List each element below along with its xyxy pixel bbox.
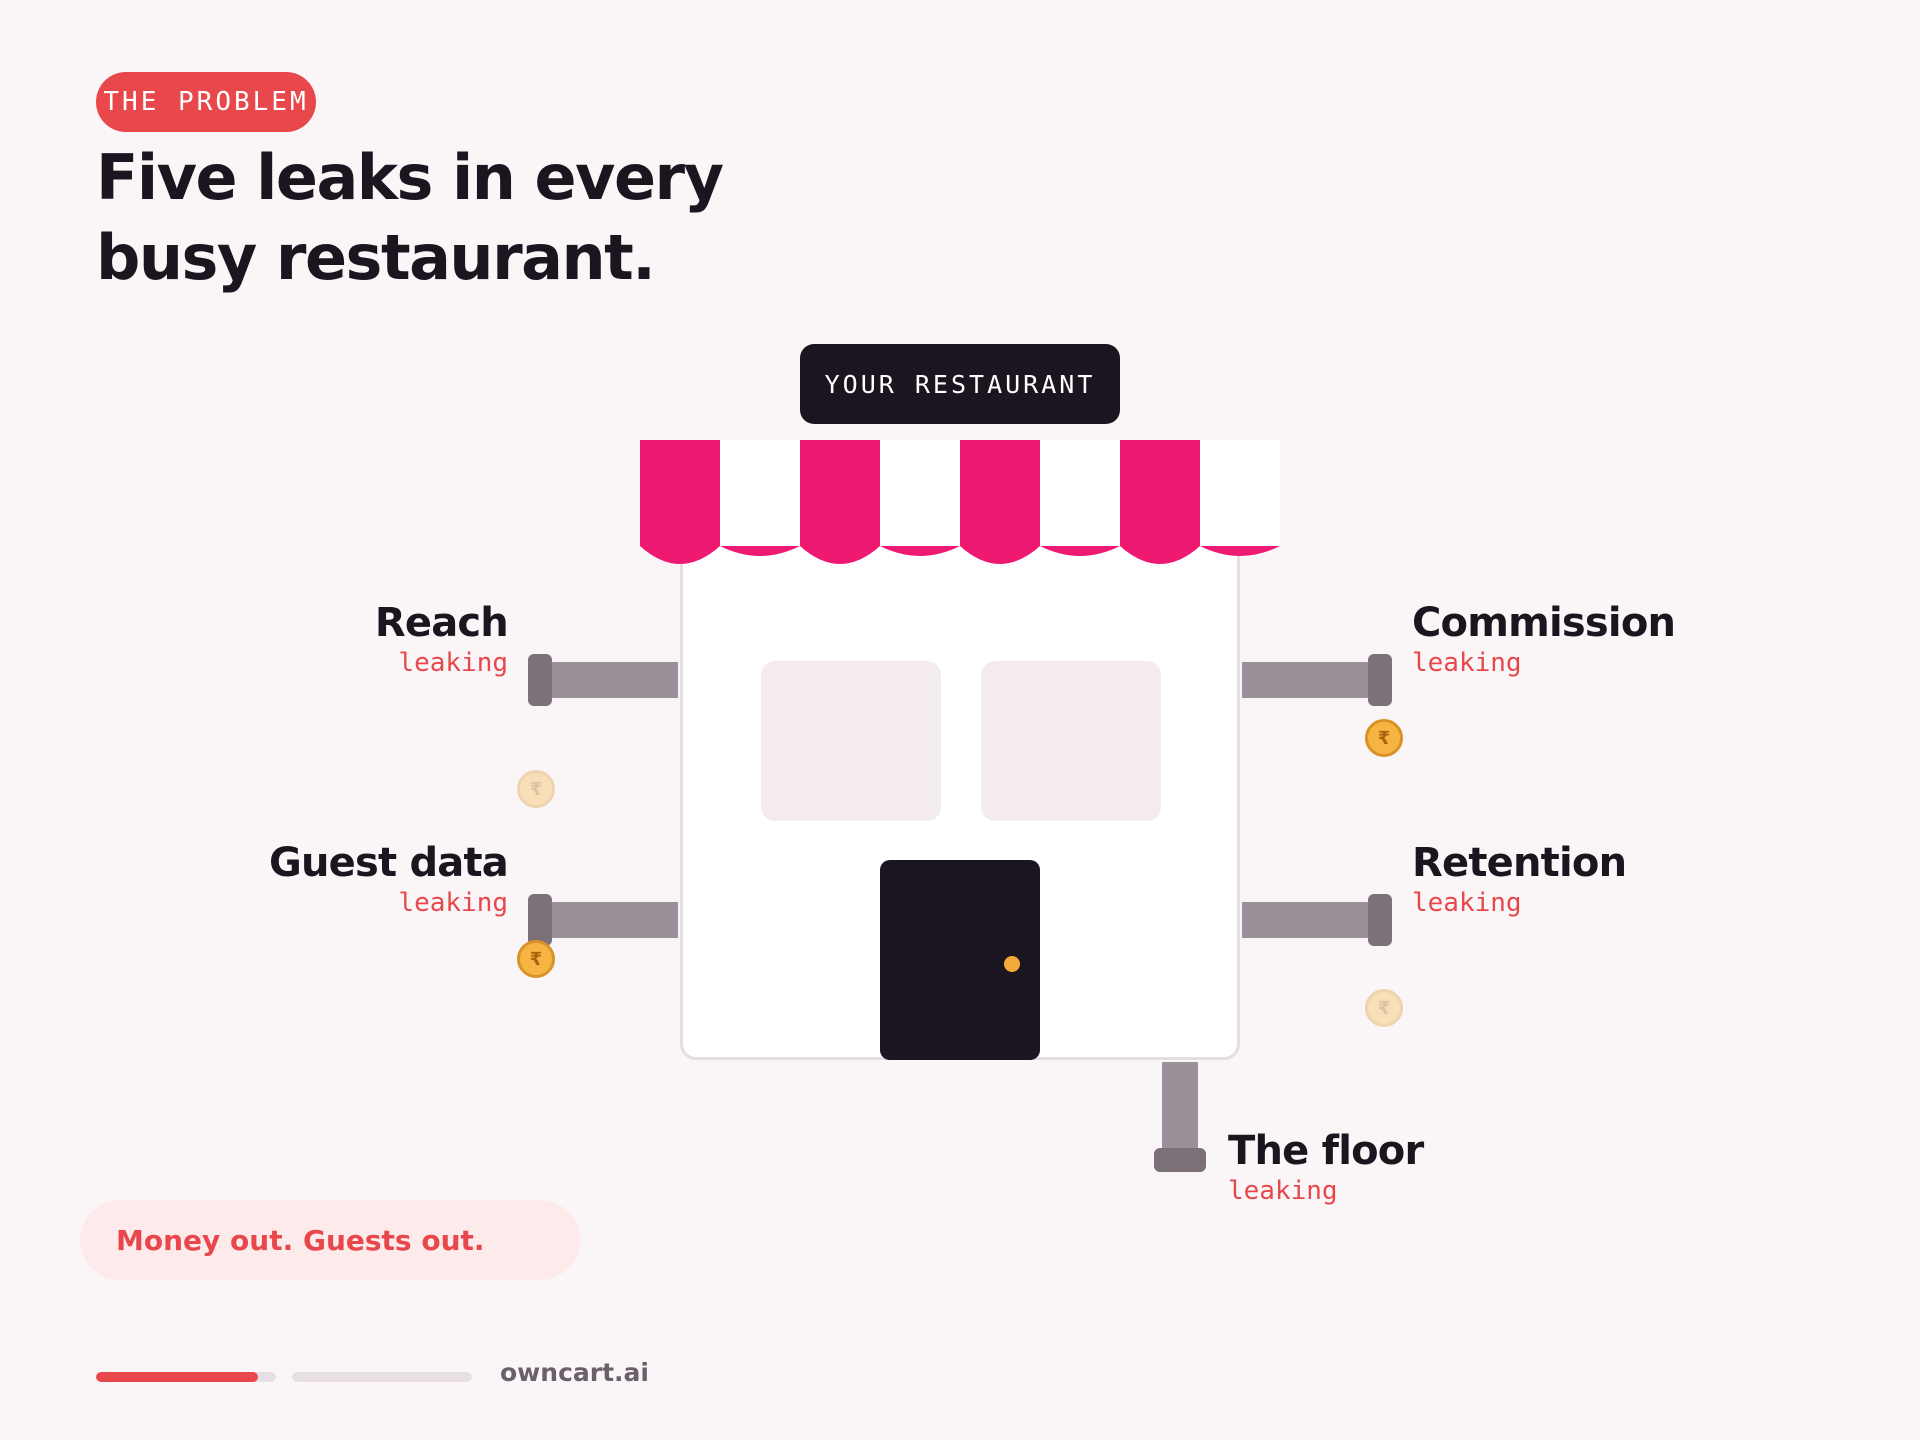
leak-floor-title: The floor (1228, 1128, 1424, 1174)
leak-reach: Reach leaking (300, 600, 509, 678)
leak-retention-title: Retention (1412, 840, 1627, 886)
leak-retention-status: leaking (1412, 888, 1522, 918)
brand-name: owncart.ai (500, 1358, 649, 1387)
rupee-coin-icon: ₹ (1365, 989, 1403, 1027)
awning-stripe-white (1040, 440, 1120, 546)
leak-commission-status: leaking (1412, 648, 1522, 678)
leak-guest-data-status: leaking (398, 888, 508, 918)
awning-stripe-pink (1120, 440, 1200, 564)
rupee-coin-icon: ₹ (517, 940, 555, 978)
pipe-cap-guest-data (528, 894, 552, 946)
summary-note-text: Money out. Guests out. (116, 1223, 485, 1257)
restaurant-sign: YOUR RESTAURANT (800, 344, 1120, 424)
awning-stripe-white (720, 440, 800, 546)
awning-stripe-white (1200, 440, 1280, 546)
building-window-right (981, 661, 1161, 821)
awning-scallop (720, 546, 800, 556)
leak-reach-title: Reach (374, 600, 509, 646)
leak-guest-data: Guest data leaking (200, 840, 509, 918)
awning-scallop (1200, 546, 1280, 556)
awning-stripe-pink (800, 440, 880, 564)
pipe-cap-floor (1154, 1148, 1206, 1172)
progress-segment-1 (96, 1372, 276, 1382)
pipe-floor (1162, 1062, 1198, 1152)
summary-note: Money out. Guests out. (80, 1200, 580, 1280)
page-title: Five leaks in every busy restaurant. (96, 138, 896, 298)
rupee-coin-icon: ₹ (517, 770, 555, 808)
awning-stripe-white (880, 440, 960, 546)
building-window-left (761, 661, 941, 821)
pipe-cap-retention (1368, 894, 1392, 946)
pipe-reach (548, 662, 678, 698)
door-knob-icon (1004, 956, 1020, 972)
leak-retention: Retention leaking (1412, 840, 1627, 918)
awning-stripes (640, 440, 1280, 564)
progress-segment-1-fill (96, 1372, 258, 1382)
leak-guest-data-title: Guest data (268, 840, 509, 886)
awning-stripe-pink (640, 440, 720, 564)
leak-floor-status: leaking (1228, 1176, 1338, 1206)
page-title-line-1: Five leaks in every (96, 141, 724, 214)
rupee-coin-icon: ₹ (1365, 719, 1403, 757)
pipe-guest-data (548, 902, 678, 938)
page-title-line-2: busy restaurant. (96, 221, 656, 294)
leak-reach-status: leaking (398, 648, 508, 678)
awning-stripe-pink (960, 440, 1040, 564)
section-tag: THE PROBLEM (96, 72, 316, 132)
pipe-retention (1242, 902, 1372, 938)
leak-commission: Commission leaking (1412, 600, 1676, 678)
awning (640, 440, 1280, 564)
awning-scallop (880, 546, 960, 556)
pipe-cap-reach (528, 654, 552, 706)
pipe-cap-commission (1368, 654, 1392, 706)
pipe-commission (1242, 662, 1372, 698)
leak-floor: The floor leaking (1228, 1128, 1424, 1206)
awning-scallop (1040, 546, 1120, 556)
leak-commission-title: Commission (1412, 600, 1676, 646)
progress-segment-2 (292, 1372, 472, 1382)
